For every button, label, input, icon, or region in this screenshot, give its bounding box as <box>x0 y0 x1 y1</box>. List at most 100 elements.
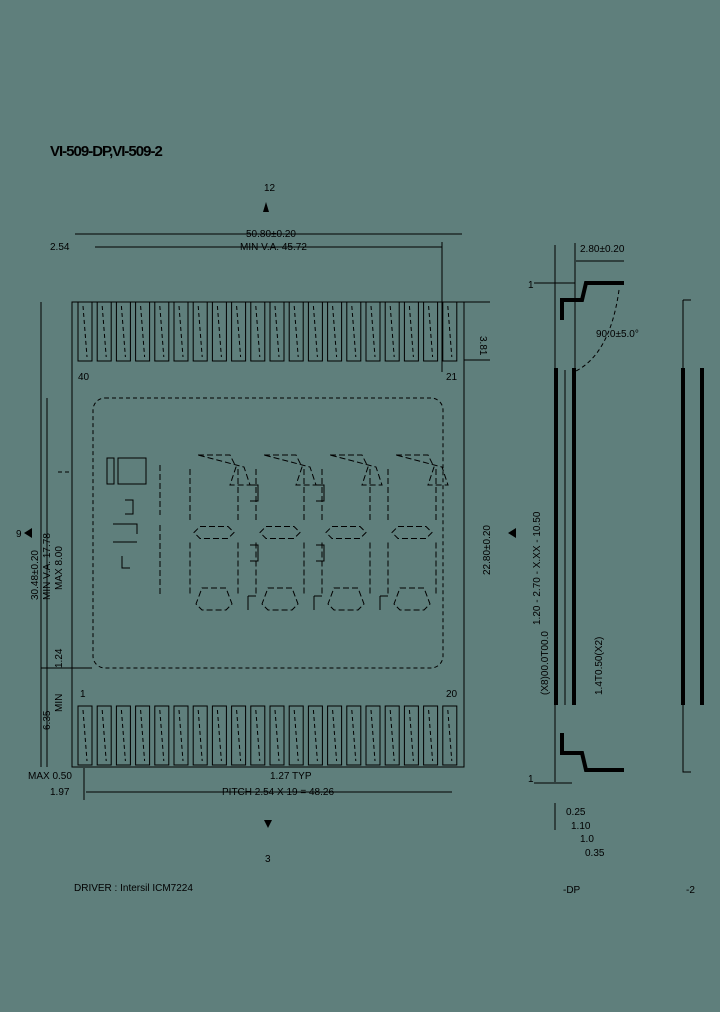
max-pin-label: MAX 0.50 <box>28 771 72 782</box>
pin-hatch <box>120 709 126 762</box>
top-pin-bend <box>560 281 624 320</box>
decimal-point <box>379 595 388 610</box>
pin <box>250 705 266 766</box>
pin <box>173 301 189 362</box>
decimal-point <box>247 595 256 610</box>
min-label: MIN <box>54 694 65 712</box>
dim-a-label: 0.25 <box>566 807 586 818</box>
pin-hatch <box>236 709 242 762</box>
sign-segments <box>113 499 138 569</box>
pin-hatch <box>428 305 434 358</box>
pin-hatch <box>293 709 299 762</box>
pin <box>135 705 151 766</box>
min-gap-label: 1.24 <box>54 648 65 668</box>
view-area-height-label: MIN V.A. 17.78 <box>42 533 53 600</box>
view-arrow-left <box>24 528 32 538</box>
pin <box>327 301 343 362</box>
pin <box>269 705 285 766</box>
dim-c-label: 1.0 <box>580 834 594 845</box>
bottom-pin-right-number: 20 <box>446 689 458 700</box>
variant-dp-label: -DP <box>563 885 581 896</box>
lcd-viewing-area <box>92 397 444 669</box>
pin-hatch <box>159 709 165 762</box>
pin <box>135 301 151 362</box>
max-height-bracket <box>58 471 73 592</box>
seven-segment-digits <box>159 454 449 611</box>
pin-hatch <box>236 305 242 358</box>
pin-hatch <box>370 709 376 762</box>
variant-2-label: -2 <box>686 885 695 896</box>
bottom-pin-row <box>77 705 458 766</box>
pin-height-label: 3.81 <box>477 336 488 356</box>
pin <box>423 301 439 362</box>
pin-edge-label: 1.97 <box>50 787 70 798</box>
bottom-pin-bend <box>560 733 624 772</box>
pin-hatch <box>351 709 357 762</box>
pin-offset-label: 2.54 <box>50 242 70 253</box>
left-marker: 9 <box>16 529 22 540</box>
pin-hatch <box>370 305 376 358</box>
pin-dims-label: 1.20 - 2.70 - X.XX - 10.50 <box>532 511 543 625</box>
side-marker-bottom: 1 <box>528 774 534 785</box>
digit-segments <box>189 454 251 611</box>
top-marker: 12 <box>264 183 276 194</box>
annunciator-block <box>117 457 147 485</box>
pin-hatch <box>428 709 434 762</box>
max-height-label: MAX 8.00 <box>54 546 65 590</box>
pin-hatch <box>389 305 395 358</box>
pin <box>307 301 323 362</box>
view-area-width-label: MIN V.A. 45.72 <box>240 242 307 253</box>
pin-hatch <box>255 709 261 762</box>
pin-hatch <box>101 709 107 762</box>
digit <box>387 454 449 611</box>
pin <box>423 705 439 766</box>
pin-hatch <box>408 305 414 358</box>
pin <box>384 301 400 362</box>
digit-segments <box>387 454 449 611</box>
pin-hatch <box>312 305 318 358</box>
colon-segment <box>250 484 259 562</box>
pin <box>327 705 343 766</box>
pin <box>231 301 247 362</box>
pin <box>442 705 458 766</box>
pin <box>173 705 189 766</box>
pin-hatch <box>101 305 107 358</box>
pin-hatch <box>274 709 280 762</box>
pin-hatch <box>216 305 222 358</box>
digit <box>255 454 325 611</box>
pin <box>346 301 362 362</box>
pin <box>154 301 170 362</box>
pin <box>288 705 304 766</box>
overall-height-label: 30.48±0.20 <box>30 550 41 600</box>
pin <box>192 301 208 362</box>
pin-spec-right: 1.4T0.50(X2) <box>594 637 605 695</box>
pin <box>403 301 419 362</box>
decimal-point <box>313 595 322 610</box>
pin <box>192 705 208 766</box>
drawing-title: VI-509-DP,VI-509-2 <box>50 143 162 160</box>
pin-hatch <box>82 709 88 762</box>
bottom-marker: 3 <box>265 854 271 865</box>
bottom-pin-left-number: 1 <box>80 689 86 700</box>
pin <box>346 705 362 766</box>
view-arrow-side <box>508 528 516 538</box>
side-marker-top: 1 <box>528 280 534 291</box>
pin <box>403 705 419 766</box>
digit-segments <box>255 454 317 611</box>
pin <box>269 301 285 362</box>
pin <box>384 705 400 766</box>
digit <box>321 454 388 611</box>
pin <box>115 301 131 362</box>
view-arrow-bottom <box>264 820 272 828</box>
pin <box>77 705 93 766</box>
module-outline <box>71 301 465 768</box>
pin-hatch <box>197 305 203 358</box>
pin <box>250 301 266 362</box>
pin <box>307 705 323 766</box>
pin-hatch <box>447 709 453 762</box>
view-arrow-top <box>263 202 269 212</box>
pin <box>77 301 93 362</box>
pin-hatch <box>159 305 165 358</box>
